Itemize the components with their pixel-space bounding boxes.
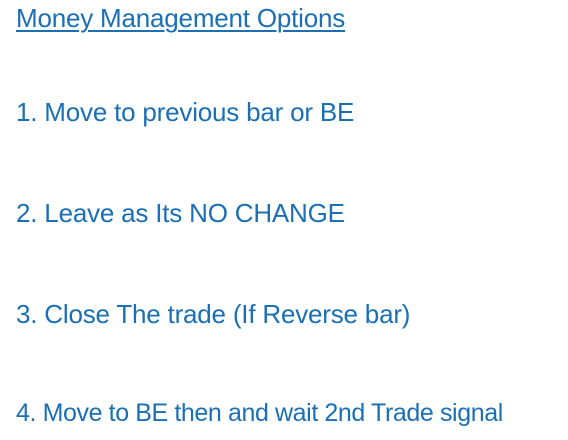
- option-2: 2. Leave as Its NO CHANGE: [16, 198, 345, 228]
- option-1: 1. Move to previous bar or BE: [16, 97, 355, 127]
- option-3: 3. Close The trade (If Reverse bar): [16, 299, 411, 329]
- option-4: 4. Move to BE then and wait 2nd Trade si…: [16, 399, 503, 427]
- page-title: Money Management Options: [16, 3, 346, 33]
